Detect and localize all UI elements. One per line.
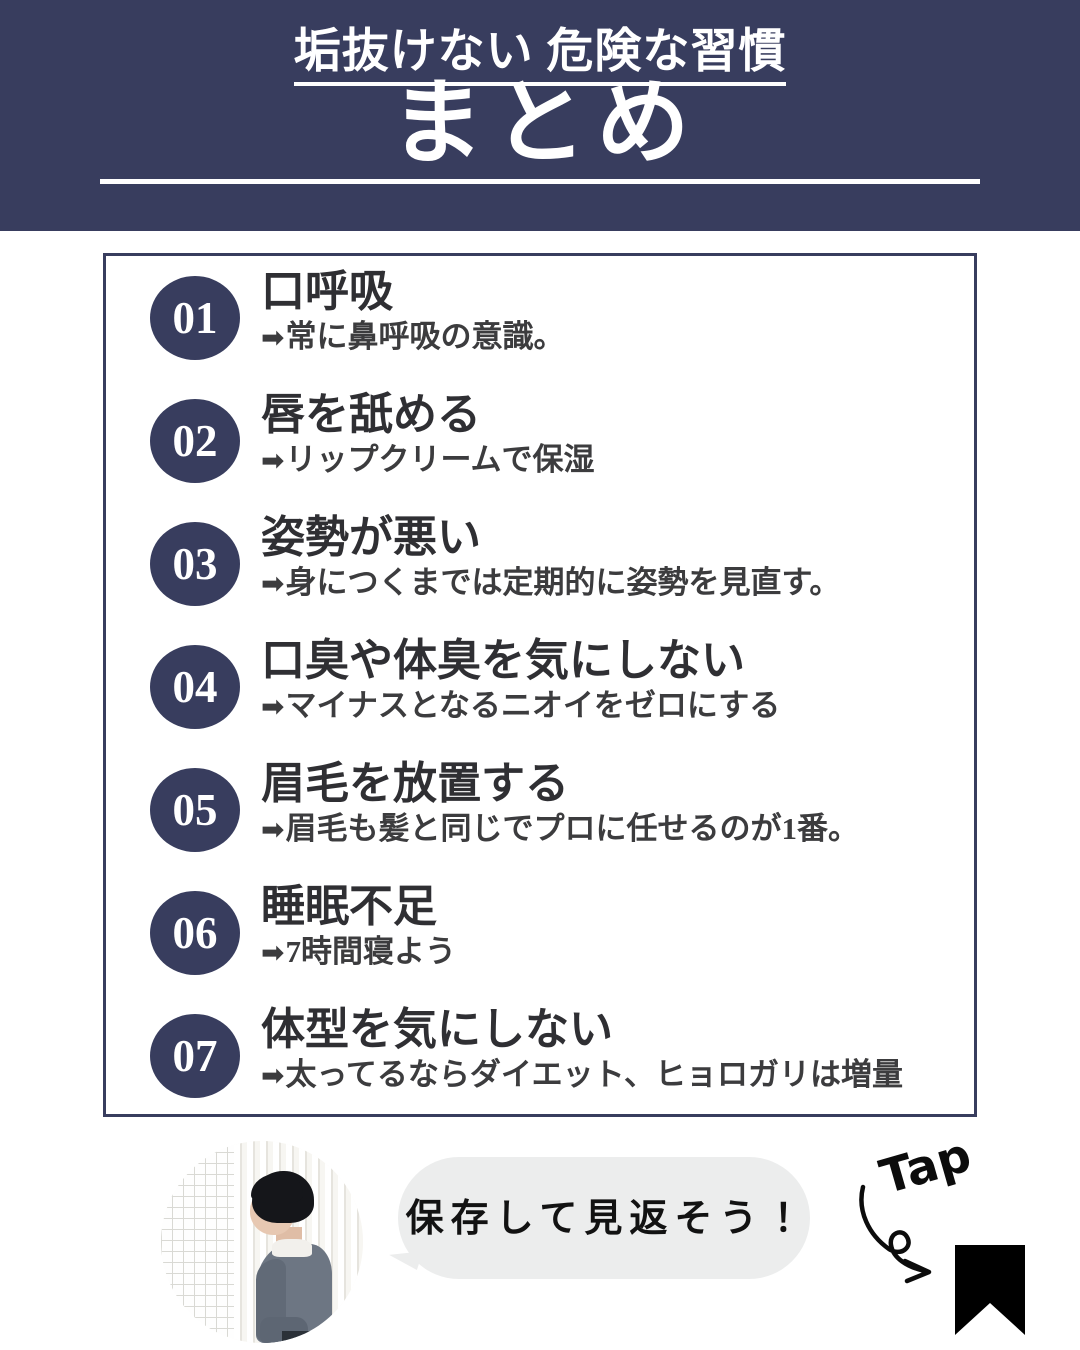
item-title: 口呼吸 bbox=[261, 267, 393, 316]
header-divider bbox=[100, 179, 980, 184]
bookmark-save-icon[interactable] bbox=[955, 1245, 1025, 1335]
item-subtitle-text: 常に鼻呼吸の意識。 bbox=[285, 319, 565, 355]
item-number-badge: 03 bbox=[150, 522, 240, 606]
item-title: 口臭や体臭を気にしない bbox=[261, 636, 745, 685]
item-text-block: 唇を舐める ➡リップクリームで保湿 bbox=[261, 389, 966, 479]
header-banner: 垢抜けない 危険な習慣 まとめ bbox=[0, 0, 1080, 231]
list-item: 03 姿勢が悪い ➡身につくまでは定期的に姿勢を見直す。 bbox=[106, 508, 974, 626]
item-subtitle: ➡眉毛も髪と同じでプロに任せるのが1番。 bbox=[261, 810, 966, 848]
right-arrow-icon: ➡ bbox=[261, 567, 285, 601]
list-item: 05 眉毛を放置する ➡眉毛も髪と同じでプロに任せるのが1番。 bbox=[106, 754, 974, 872]
speech-bubble-text: 保存して見返そう！ bbox=[405, 1196, 810, 1240]
item-number-badge: 05 bbox=[150, 768, 240, 852]
item-title: 唇を舐める bbox=[261, 390, 481, 439]
item-number-badge: 07 bbox=[150, 1014, 240, 1098]
item-number-badge: 02 bbox=[150, 399, 240, 483]
item-subtitle: ➡7時間寝よう bbox=[261, 933, 966, 971]
item-subtitle-text: 太ってるならダイエット、ヒョロガリは増量 bbox=[285, 1057, 903, 1093]
item-subtitle: ➡常に鼻呼吸の意識。 bbox=[261, 318, 966, 356]
speech-bubble: 保存して見返そう！ bbox=[398, 1157, 810, 1279]
item-number-badge: 06 bbox=[150, 891, 240, 975]
footer: 保存して見返そう！ Tap bbox=[0, 1117, 1080, 1350]
list-item: 07 体型を気にしない ➡太ってるならダイエット、ヒョロガリは増量 bbox=[106, 1000, 974, 1118]
item-text-block: 眉毛を放置する ➡眉毛も髪と同じでプロに任せるのが1番。 bbox=[261, 758, 966, 848]
list-item: 02 唇を舐める ➡リップクリームで保湿 bbox=[106, 385, 974, 503]
right-arrow-icon: ➡ bbox=[261, 321, 285, 355]
item-subtitle-text: 身につくまでは定期的に姿勢を見直す。 bbox=[285, 565, 841, 601]
right-arrow-icon: ➡ bbox=[261, 936, 285, 970]
item-subtitle: ➡マイナスとなるニオイをゼロにする bbox=[261, 687, 966, 725]
avatar-collar bbox=[271, 1239, 312, 1257]
list-item: 01 口呼吸 ➡常に鼻呼吸の意識。 bbox=[106, 262, 974, 380]
item-text-block: 体型を気にしない ➡太ってるならダイエット、ヒョロガリは増量 bbox=[261, 1004, 966, 1094]
page-title: まとめ bbox=[390, 73, 700, 176]
item-title: 姿勢が悪い bbox=[261, 513, 481, 562]
item-text-block: 姿勢が悪い ➡身につくまでは定期的に姿勢を見直す。 bbox=[261, 512, 966, 602]
item-subtitle-text: マイナスとなるニオイをゼロにする bbox=[285, 688, 781, 724]
item-subtitle: ➡太ってるならダイエット、ヒョロガリは増量 bbox=[261, 1056, 966, 1094]
right-arrow-icon: ➡ bbox=[261, 444, 285, 478]
list-item: 04 口臭や体臭を気にしない ➡マイナスとなるニオイをゼロにする bbox=[106, 631, 974, 749]
list-item: 06 睡眠不足 ➡7時間寝よう bbox=[106, 877, 974, 995]
avatar-pants bbox=[281, 1331, 326, 1343]
item-text-block: 口呼吸 ➡常に鼻呼吸の意識。 bbox=[261, 266, 966, 356]
item-number-badge: 04 bbox=[150, 645, 240, 729]
habits-list-box: 01 口呼吸 ➡常に鼻呼吸の意識。 02 唇を舐める ➡リップクリームで保湿 0… bbox=[103, 253, 977, 1117]
avatar-person bbox=[242, 1141, 363, 1343]
header-kicker-text: 垢抜けない 危険な習慣 bbox=[293, 26, 787, 86]
right-arrow-icon: ➡ bbox=[261, 690, 285, 724]
right-arrow-icon: ➡ bbox=[261, 813, 285, 847]
right-arrow-icon: ➡ bbox=[261, 1059, 285, 1093]
item-subtitle-text: 7時間寝よう bbox=[285, 934, 456, 970]
item-number-badge: 01 bbox=[150, 276, 240, 360]
item-subtitle: ➡リップクリームで保湿 bbox=[261, 441, 966, 479]
item-title: 睡眠不足 bbox=[261, 882, 437, 931]
avatar-hair-fringe bbox=[250, 1173, 303, 1203]
curly-arrow-icon bbox=[859, 1184, 932, 1284]
item-subtitle-text: 眉毛も髪と同じでプロに任せるのが1番。 bbox=[285, 811, 859, 847]
item-text-block: 睡眠不足 ➡7時間寝よう bbox=[261, 881, 966, 971]
avatar bbox=[161, 1141, 363, 1343]
header-kicker: 垢抜けない 危険な習慣 bbox=[0, 26, 1080, 86]
item-text-block: 口臭や体臭を気にしない ➡マイナスとなるニオイをゼロにする bbox=[261, 635, 966, 725]
item-title: 体型を気にしない bbox=[261, 1005, 613, 1054]
item-subtitle-text: リップクリームで保湿 bbox=[285, 442, 595, 478]
item-title: 眉毛を放置する bbox=[261, 759, 569, 808]
habits-list: 01 口呼吸 ➡常に鼻呼吸の意識。 02 唇を舐める ➡リップクリームで保湿 0… bbox=[106, 256, 974, 1114]
item-subtitle: ➡身につくまでは定期的に姿勢を見直す。 bbox=[261, 564, 966, 602]
avatar-background-grid bbox=[161, 1141, 234, 1343]
